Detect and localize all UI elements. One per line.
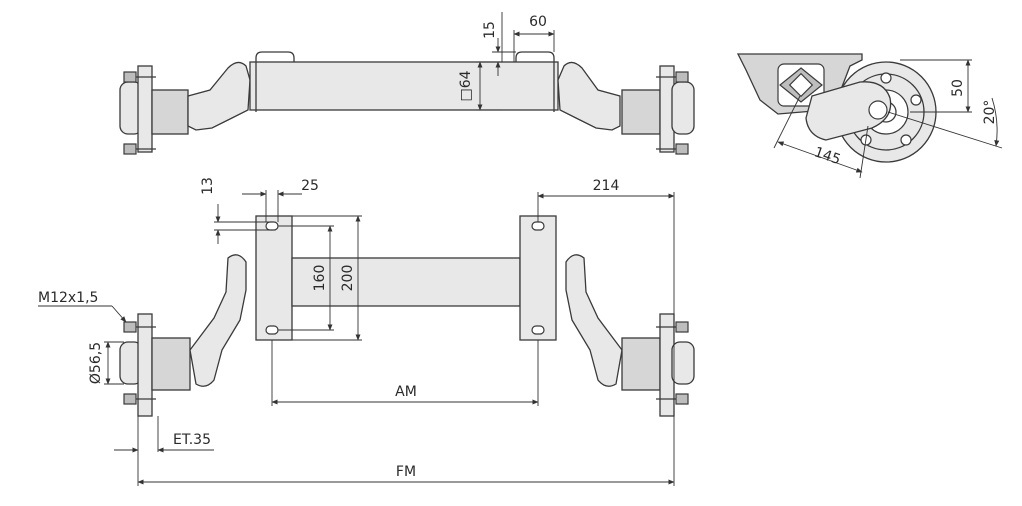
- dim-145-label: 145: [812, 144, 842, 168]
- left-trailing-arm-plan: [189, 254, 247, 387]
- dim-64-label: □64: [458, 70, 474, 101]
- thread-label: M12x1,5: [38, 290, 98, 306]
- right-hub-plan: [621, 313, 695, 417]
- square-core: [788, 72, 814, 98]
- dim-200-label: 200: [340, 265, 356, 292]
- right-trailing-arm-plan: [565, 254, 623, 387]
- side-view: 50 20° 145: [736, 53, 1003, 179]
- dim-50-label: 50: [950, 79, 966, 97]
- left-mounting-plate: [255, 215, 293, 341]
- axle-tube-front: [249, 61, 559, 111]
- front-view: 15 60 □64: [119, 12, 695, 155]
- dim-60-label: 60: [529, 14, 547, 30]
- am-label: AM: [395, 384, 417, 400]
- dim-160-label: 160: [312, 265, 328, 292]
- dim-20deg-label: 20°: [982, 100, 998, 125]
- dim-214-label: 214: [593, 178, 620, 194]
- left-hub-plan: [119, 313, 191, 417]
- diameter-label: Ø56,5: [88, 342, 104, 384]
- plan-view: 13 25 160 200 214 M12x1,5 Ø56,5 AM: [38, 177, 695, 486]
- dim-25-label: 25: [301, 178, 319, 194]
- fm-label: FM: [396, 464, 416, 480]
- u-bracket-left: [255, 51, 295, 112]
- left-hub-front: [119, 65, 189, 155]
- dim-13-label: 13: [200, 177, 216, 195]
- right-hub-front: [621, 65, 695, 155]
- swing-arm-side: [805, 81, 892, 141]
- dim-15-label: 15: [482, 21, 498, 39]
- right-swing-arm-front: [557, 61, 621, 131]
- left-swing-arm-front: [187, 61, 251, 131]
- et-label: ET.35: [173, 432, 211, 448]
- right-mounting-plate: [519, 215, 557, 341]
- u-bracket-right: [515, 51, 555, 112]
